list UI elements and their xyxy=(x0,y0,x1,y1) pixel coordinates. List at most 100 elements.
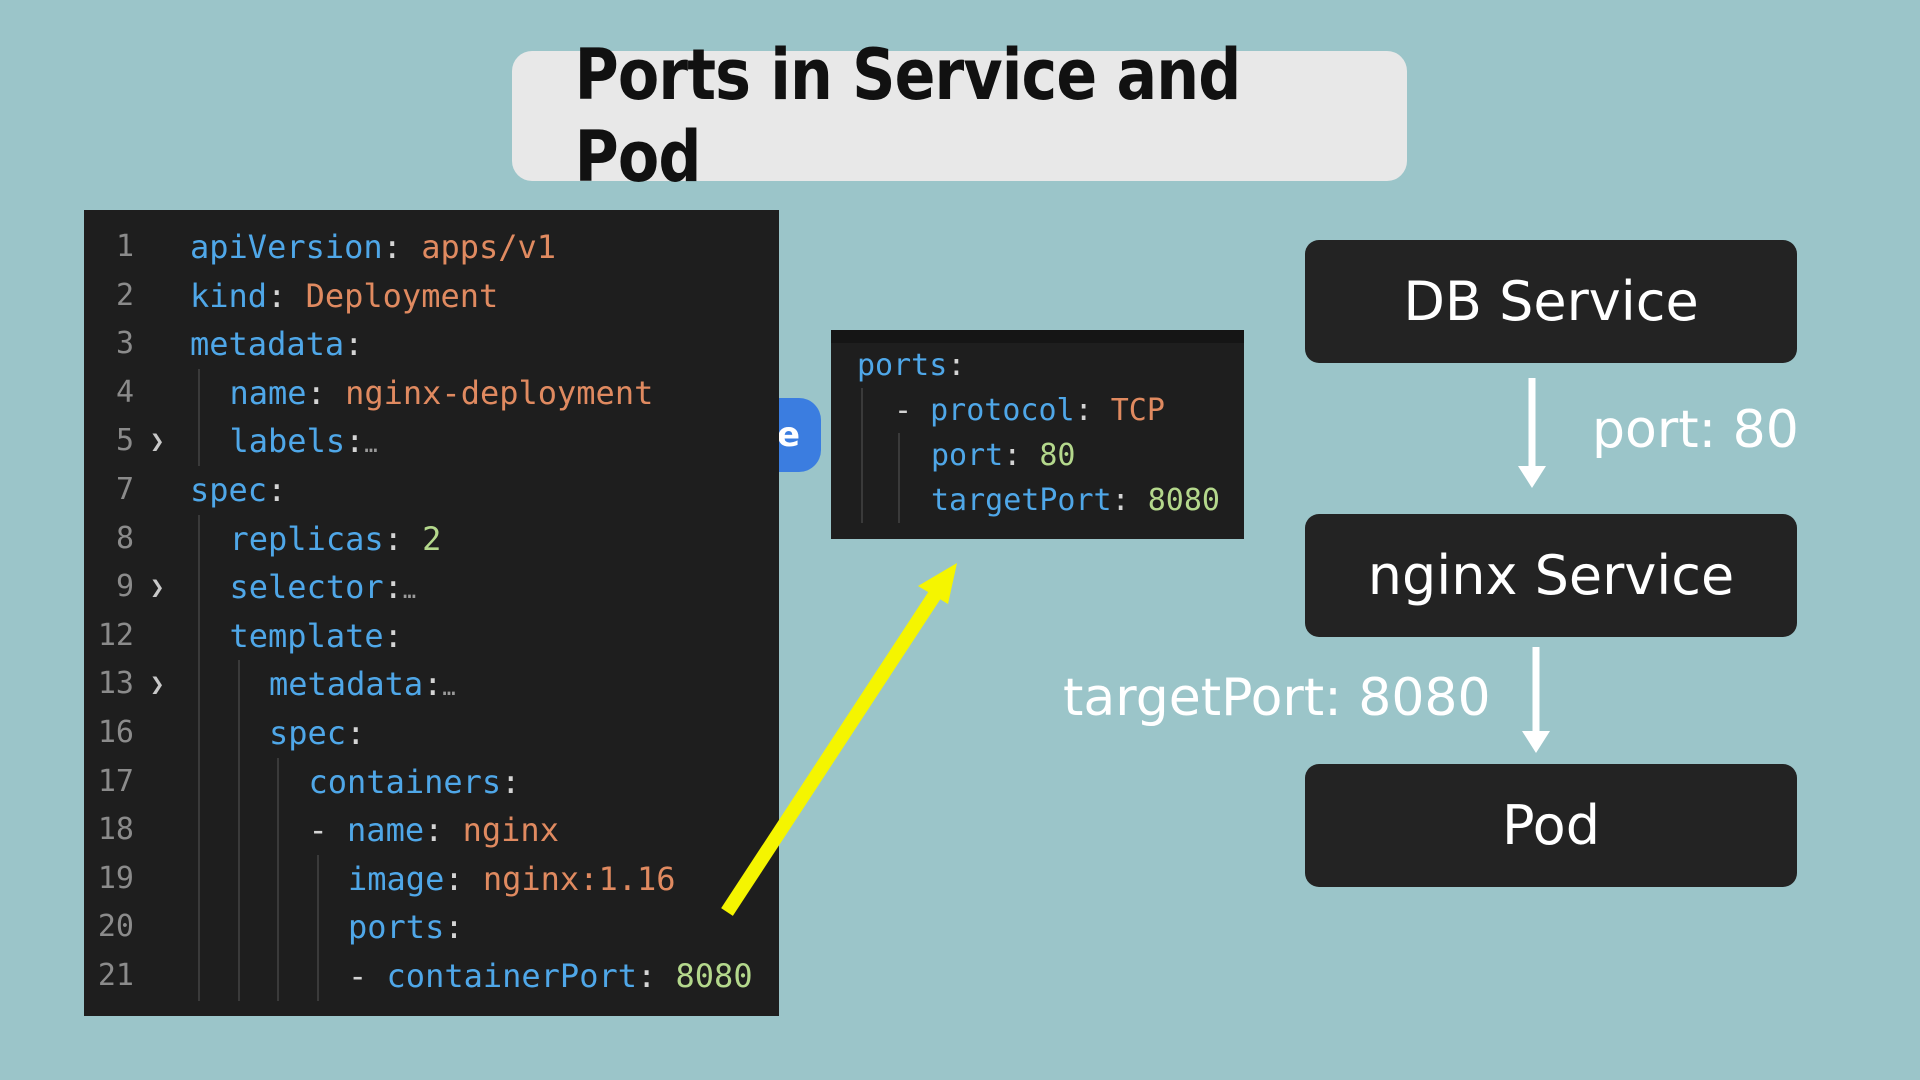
line-number: 5 xyxy=(115,423,134,459)
yaml-colon: : xyxy=(501,762,521,801)
yaml-key: ports xyxy=(857,348,948,383)
yaml-key: apiVersion xyxy=(190,228,383,266)
code-line: 8 replicas: 2 xyxy=(84,514,779,564)
yaml-colon: : xyxy=(1003,438,1040,473)
slide-title: Ports in Service and Pod xyxy=(574,34,1242,198)
line-number: 7 xyxy=(115,472,134,507)
folded-ellipsis: … xyxy=(364,433,378,459)
fold-chevron-icon[interactable]: ❯ xyxy=(150,573,165,602)
code-text: metadata: xyxy=(190,320,363,368)
line-number: 16 xyxy=(97,715,134,750)
code-text: metadata:… xyxy=(269,660,456,713)
list-dash: - xyxy=(894,393,931,428)
yaml-colon: : xyxy=(267,276,306,315)
tab-fragment-text: e xyxy=(779,415,801,455)
line-number: 18 xyxy=(97,812,134,848)
indent-guide xyxy=(237,806,240,855)
yaml-colon: : xyxy=(636,957,676,995)
indent-guide xyxy=(198,514,200,564)
yaml-value: nginx:1.16 xyxy=(482,859,676,898)
code-line: 1 apiVersion: apps/v1 xyxy=(84,223,779,271)
target-port-label: targetPort: 8080 xyxy=(1063,668,1491,728)
yaml-colon: : xyxy=(423,665,443,704)
yaml-value: 2 xyxy=(422,519,442,558)
db-service-box: DB Service xyxy=(1305,240,1797,363)
nginx-service-label: nginx Service xyxy=(1367,544,1735,607)
line-number: 3 xyxy=(115,326,134,362)
code-text: selector:… xyxy=(230,563,417,616)
line-number: 1 xyxy=(115,229,134,264)
yaml-key: selector xyxy=(229,568,384,607)
code-text: kind: Deployment xyxy=(190,272,498,320)
folded-ellipsis: … xyxy=(442,676,456,702)
yaml-colon: : xyxy=(1111,483,1148,518)
indent-guide xyxy=(198,611,200,661)
yaml-value: 8080 xyxy=(675,957,753,995)
line-number: 8 xyxy=(115,520,134,556)
yaml-colon: : xyxy=(345,422,365,461)
snippet-line: port: 80 xyxy=(831,433,1244,478)
yaml-value: TCP xyxy=(1110,393,1165,428)
indent-guide xyxy=(198,854,200,904)
indent-guide xyxy=(861,433,863,478)
yaml-colon: : xyxy=(383,568,403,607)
snippet-line: ports: xyxy=(831,343,1244,388)
indent-guide xyxy=(237,757,240,807)
yaml-value: 8080 xyxy=(1147,483,1220,518)
yaml-colon: : xyxy=(344,325,364,364)
yaml-key: protocol xyxy=(930,393,1075,428)
yaml-colon: : xyxy=(1074,393,1111,428)
partial-tab: e xyxy=(779,398,821,472)
indent-guide xyxy=(198,660,200,709)
line-number: 4 xyxy=(115,374,134,410)
list-dash: - xyxy=(308,811,348,850)
indent-guide xyxy=(198,757,200,807)
code-text: template: xyxy=(230,612,403,660)
indent-guide xyxy=(898,478,900,523)
arrow-db-to-nginx xyxy=(1518,378,1546,488)
indent-guide xyxy=(237,854,240,904)
code-line: 21- containerPort: 8080 xyxy=(84,952,779,1001)
pod-label: Pod xyxy=(1502,794,1600,857)
indent-guide xyxy=(198,952,200,1001)
code-text: - protocol: TCP xyxy=(894,388,1165,433)
yaml-key: targetPort xyxy=(931,483,1112,518)
code-text: image: nginx:1.16 xyxy=(348,855,676,903)
yaml-colon: : xyxy=(306,373,346,412)
code-text: apiVersion: apps/v1 xyxy=(190,223,556,271)
yaml-colon: : xyxy=(383,616,403,655)
yaml-colon: : xyxy=(346,714,366,752)
yaml-key: template xyxy=(229,616,384,655)
indent-guide xyxy=(237,903,240,952)
indent-guide xyxy=(198,368,200,418)
highlight-arrow-head xyxy=(918,563,957,604)
yaml-key: name xyxy=(229,373,307,412)
yaml-key: image xyxy=(348,859,445,898)
yaml-key: name xyxy=(347,811,425,850)
indent-guide xyxy=(861,478,863,523)
indent-guide xyxy=(277,854,279,904)
yaml-key: replicas xyxy=(229,519,384,558)
fold-chevron-icon[interactable]: ❯ xyxy=(150,670,165,699)
yaml-colon: : xyxy=(424,811,463,850)
yaml-value: 80 xyxy=(1039,438,1076,473)
line-number: 2 xyxy=(115,277,134,313)
indent-guide xyxy=(198,806,200,855)
indent-guide xyxy=(198,563,200,612)
line-number: 21 xyxy=(97,958,134,993)
line-number: 17 xyxy=(97,763,134,799)
db-service-label: DB Service xyxy=(1403,270,1699,333)
yaml-colon: : xyxy=(947,348,966,383)
fold-chevron-icon[interactable]: ❯ xyxy=(150,427,165,456)
yaml-key: spec xyxy=(190,471,268,509)
code-text: replicas: 2 xyxy=(230,515,442,563)
yaml-colon: : xyxy=(444,859,483,898)
yaml-key: kind xyxy=(190,276,268,315)
yaml-value: nginx-deployment xyxy=(345,373,654,412)
folded-ellipsis: … xyxy=(402,579,417,605)
snippet-top-edge xyxy=(831,330,1244,343)
yaml-colon: : xyxy=(382,228,422,266)
indent-guide xyxy=(861,388,863,433)
